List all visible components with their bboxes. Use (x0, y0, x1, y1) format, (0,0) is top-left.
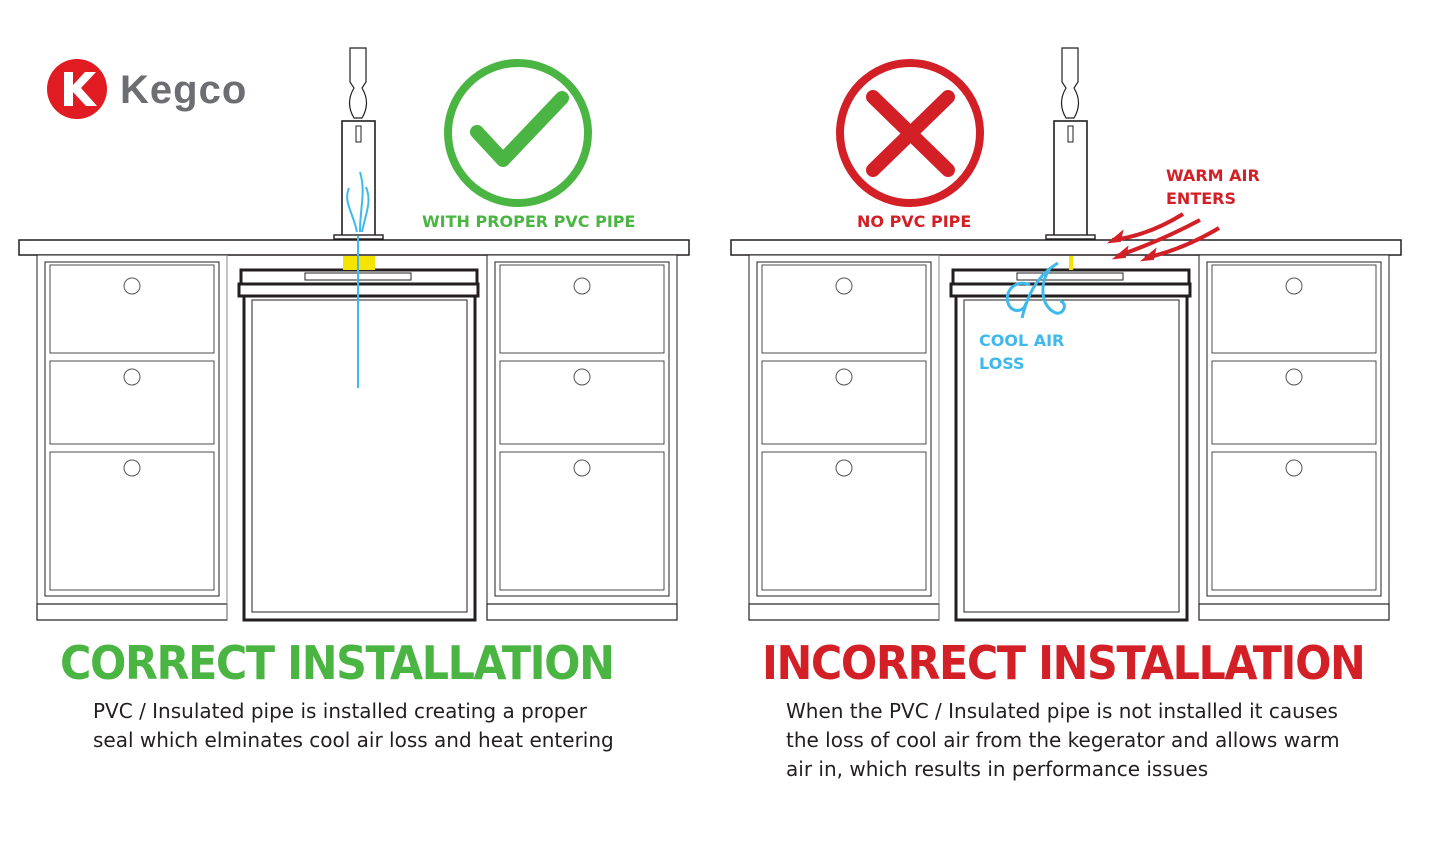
warm-air-label: WARM AIR ENTERS (1166, 164, 1260, 210)
right-cabinet-base (1198, 603, 1390, 621)
drawer-knob (573, 368, 591, 386)
logo-k-icon (64, 72, 97, 106)
right-cabinet-base (486, 603, 678, 621)
tap-handle-icon (1060, 47, 1080, 119)
arrowhead-icon (1139, 247, 1157, 262)
correct-title: CORRECT INSTALLATION (60, 636, 615, 690)
drawer-knob (123, 459, 141, 477)
cool-air-swirl-icon (1005, 261, 1066, 319)
kegerator-handle (1016, 272, 1124, 281)
tower-base (1045, 234, 1096, 240)
kegerator-lid (949, 282, 1192, 298)
drawer-knob (835, 277, 853, 295)
cool-air-label: COOL AIR LOSS (979, 329, 1064, 375)
left-cabinet-base (748, 603, 940, 621)
correct-badge-label: WITH PROPER PVC PIPE (422, 212, 636, 231)
cold-air-swirl-icon (346, 171, 370, 233)
description-line: air in, which results in performance iss… (786, 757, 1209, 781)
warm-air-arrow-icon (1111, 212, 1185, 242)
check-badge-circle (444, 59, 592, 207)
kegerator-door (251, 299, 468, 613)
cool-air-line: LOSS (979, 354, 1025, 373)
drawer-knob (835, 459, 853, 477)
incorrect-title: INCORRECT INSTALLATION (762, 636, 1366, 690)
drawer-knob (835, 368, 853, 386)
left-cabinet-base (36, 603, 228, 621)
description-line: seal which elminates cool air loss and h… (93, 728, 614, 752)
cool-air-line: COOL AIR (979, 331, 1065, 350)
description-line: the loss of cool air from the kegerator … (786, 728, 1340, 752)
drawer-knob (1285, 277, 1303, 295)
drawer-knob (123, 277, 141, 295)
x-badge-circle (836, 59, 984, 207)
warm-air-line: WARM AIR (1166, 166, 1260, 185)
incorrect-description: When the PVC / Insulated pipe is not ins… (786, 697, 1386, 784)
tap-handle-icon (348, 47, 368, 119)
countertop (730, 239, 1402, 256)
x-mark-icon (866, 90, 955, 177)
faucet-icon (1067, 125, 1074, 143)
kegerator-door (963, 299, 1180, 613)
drawer-knob (1285, 368, 1303, 386)
faucet-icon (355, 125, 362, 143)
description-line: PVC / Insulated pipe is installed creati… (93, 699, 588, 723)
checkmark-icon (470, 91, 569, 167)
drawer-knob (123, 368, 141, 386)
drawer-knob (1285, 459, 1303, 477)
arrowhead-icon (1106, 229, 1124, 244)
drawer-knob (573, 277, 591, 295)
correct-description: PVC / Insulated pipe is installed creati… (93, 697, 653, 755)
countertop (18, 239, 690, 256)
description-line: When the PVC / Insulated pipe is not ins… (786, 699, 1338, 723)
warm-air-line: ENTERS (1166, 189, 1237, 208)
drawer-knob (573, 459, 591, 477)
incorrect-badge-label: NO PVC PIPE (857, 212, 972, 231)
gap-marker (1069, 256, 1073, 270)
arrowhead-icon (1111, 245, 1129, 260)
brand-logo-text: Kegco (120, 68, 248, 112)
